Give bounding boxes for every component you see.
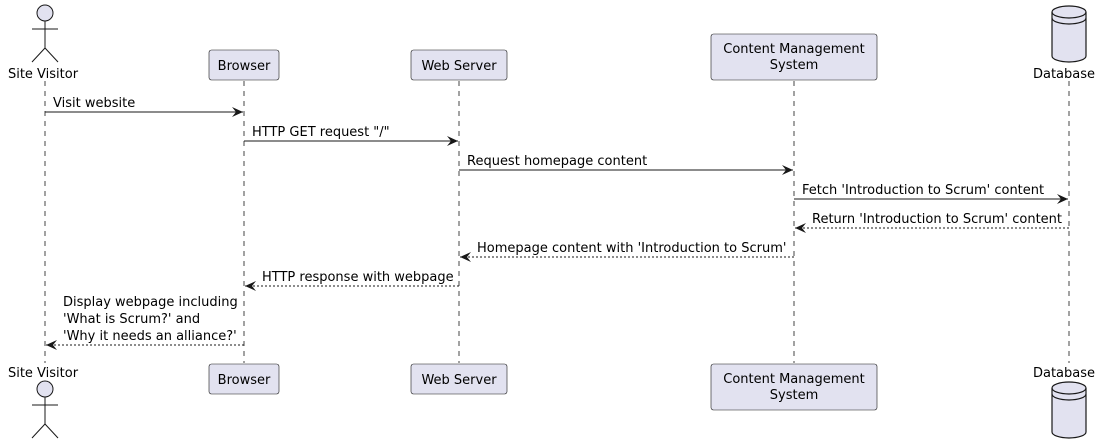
message-label: Return 'Introduction to Scrum' content — [812, 212, 1062, 227]
participant-visitor-bottom: Site Visitor — [8, 366, 79, 439]
message-1: Visit website — [45, 96, 243, 117]
participant-box — [410, 363, 508, 395]
message-label: 'Why it needs an alliance?' — [63, 329, 237, 344]
participant-label-line: Content Management — [723, 372, 864, 387]
database-icon — [1051, 381, 1087, 439]
message-label: Request homepage content — [467, 154, 647, 169]
message-2: HTTP GET request "/" — [244, 125, 458, 146]
participant-database-top: Database — [1033, 5, 1095, 82]
database-icon — [1051, 5, 1087, 63]
message-label: HTTP response with webpage — [262, 270, 454, 285]
message-3: Request homepage content — [459, 154, 793, 175]
participant-box — [208, 49, 280, 81]
message-label: Homepage content with 'Introduction to S… — [477, 241, 786, 256]
message-label: Display webpage including — [63, 295, 238, 310]
participant-browser-top: Browser — [208, 49, 280, 81]
participant-label-line: Content Management — [723, 42, 864, 57]
message-label: Fetch 'Introduction to Scrum' content — [802, 183, 1044, 198]
participant-label: Browser — [218, 373, 271, 388]
database-label: Database — [1033, 366, 1095, 381]
participant-box — [410, 49, 508, 81]
participant-webserver-top: Web Server — [410, 49, 508, 81]
participant-webserver-bottom: Web Server — [410, 363, 508, 395]
message-label: Visit website — [53, 96, 135, 111]
message-label: 'What is Scrum?' and — [63, 312, 200, 327]
participant-box — [710, 363, 878, 411]
participant-label: Web Server — [421, 373, 497, 388]
actor-icon — [31, 380, 59, 439]
message-8: Display webpage including 'What is Scrum?… — [46, 295, 244, 350]
message-label: HTTP GET request "/" — [252, 125, 390, 140]
participant-database-bottom: Database — [1033, 366, 1095, 439]
message-4: Fetch 'Introduction to Scrum' content — [794, 183, 1068, 204]
participant-visitor-top: Site Visitor — [8, 4, 79, 82]
message-7: HTTP response with webpage — [245, 270, 459, 291]
participant-label: Browser — [218, 59, 271, 74]
participant-label-line: System — [770, 58, 818, 73]
actor-label: Site Visitor — [8, 366, 79, 381]
message-6: Homepage content with 'Introduction to S… — [460, 241, 794, 262]
message-5: Return 'Introduction to Scrum' content — [795, 212, 1069, 233]
participant-browser-bottom: Browser — [208, 363, 280, 395]
participant-box — [710, 33, 878, 81]
participant-label-line: System — [770, 388, 818, 403]
database-label: Database — [1033, 67, 1095, 82]
actor-icon — [31, 4, 59, 63]
participant-box — [208, 363, 280, 395]
actor-label: Site Visitor — [8, 67, 79, 82]
participant-label: Web Server — [421, 59, 497, 74]
